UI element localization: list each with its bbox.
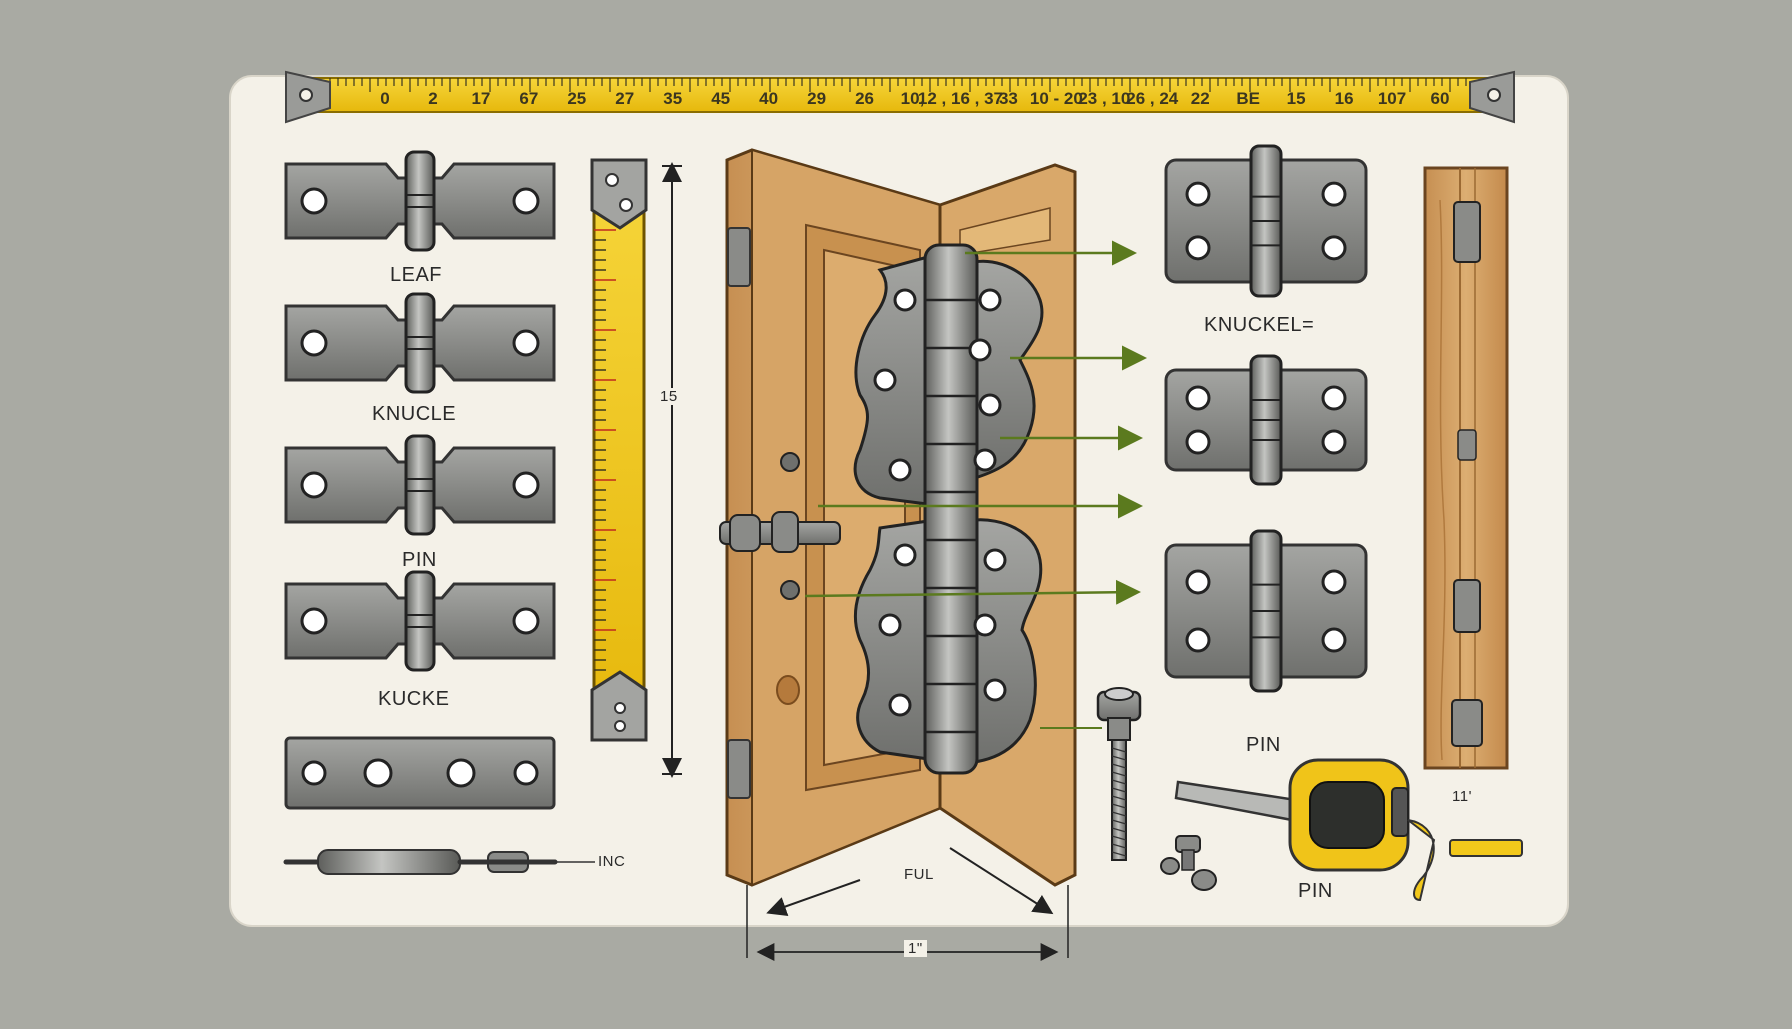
hinge-icon xyxy=(284,150,556,252)
butterfly-hinge-icon xyxy=(853,243,1044,775)
tape-number: 10 - 20 xyxy=(1030,89,1083,108)
tape-number: 23 , 10 xyxy=(1078,89,1130,108)
door-icon xyxy=(719,148,1077,887)
tape-number: 10, xyxy=(901,89,925,108)
label-dimension-vertical: 15 xyxy=(660,388,678,405)
tape-number: 27 xyxy=(615,89,634,108)
screw-hole xyxy=(983,548,1007,572)
screw-hole xyxy=(873,368,897,392)
tape-number: 26 xyxy=(855,89,874,108)
screw-hole xyxy=(973,448,997,472)
screw-hole xyxy=(973,613,997,637)
vertical-tape-measure-icon xyxy=(590,158,648,742)
tape-measure-tool-icon xyxy=(1174,758,1523,902)
tape-number: 16 xyxy=(1335,89,1354,108)
label-pin-right-2: PIN xyxy=(1298,880,1333,902)
hinge-icon xyxy=(284,292,556,394)
tape-number: 25 xyxy=(567,89,586,108)
bolt-icon xyxy=(1096,687,1142,861)
label-kucke: KUCKE xyxy=(378,688,450,710)
tape-number: 35 xyxy=(663,89,682,108)
hinge-pin-icon xyxy=(283,849,595,875)
screw-hole xyxy=(888,458,912,482)
tape-number: 33 xyxy=(999,89,1018,108)
tape-number: 0 xyxy=(380,89,389,108)
label-inc: INC xyxy=(598,853,626,870)
tape-number: 107 xyxy=(1378,89,1406,108)
tape-number: 12 , 16 , 37 xyxy=(918,89,1003,108)
wood-plank-icon xyxy=(1423,166,1509,770)
label-pin-right-1: PIN xyxy=(1246,734,1281,756)
hinge-icon xyxy=(284,570,556,672)
flat-plate-icon xyxy=(284,736,556,810)
hinge-icon xyxy=(1164,354,1368,486)
screw-hole xyxy=(893,288,917,312)
screw-icon xyxy=(1160,835,1217,891)
screw-hole xyxy=(888,693,912,717)
screw-hole xyxy=(983,678,1007,702)
hinge-icon xyxy=(1164,144,1368,298)
label-plank-dimension: 11' xyxy=(1452,788,1472,805)
label-bottom-dimension: 1" xyxy=(904,940,927,957)
screw-hole xyxy=(878,613,902,637)
label-knuckel: KNUCKEL= xyxy=(1204,314,1315,336)
tape-number: 60 xyxy=(1431,89,1450,108)
screw-hole xyxy=(978,288,1002,312)
tape-number: 67 xyxy=(519,89,538,108)
tape-number: 26 , 24 xyxy=(1126,89,1179,108)
hinge-icon xyxy=(1164,529,1368,693)
tape-number: BE xyxy=(1236,89,1260,108)
tape-number: 22 xyxy=(1191,89,1210,108)
tape-number: 45 xyxy=(711,89,730,108)
screw-hole xyxy=(978,393,1002,417)
tape-number: 15 xyxy=(1287,89,1306,108)
tape-number: 29 xyxy=(807,89,826,108)
tape-number: 17 xyxy=(471,89,490,108)
pointer-arrows xyxy=(804,240,1147,729)
label-knucle: KNUCLE xyxy=(372,403,457,425)
screw-hole xyxy=(893,543,917,567)
label-pin-left: PIN xyxy=(402,549,437,571)
label-leaf: LEAF xyxy=(390,264,443,286)
hinge-icon xyxy=(284,434,556,536)
tape-number: 40 xyxy=(759,89,778,108)
screw-hole xyxy=(968,338,992,362)
label-door-width: FUL xyxy=(904,866,934,883)
tape-number: 2 xyxy=(428,89,437,108)
